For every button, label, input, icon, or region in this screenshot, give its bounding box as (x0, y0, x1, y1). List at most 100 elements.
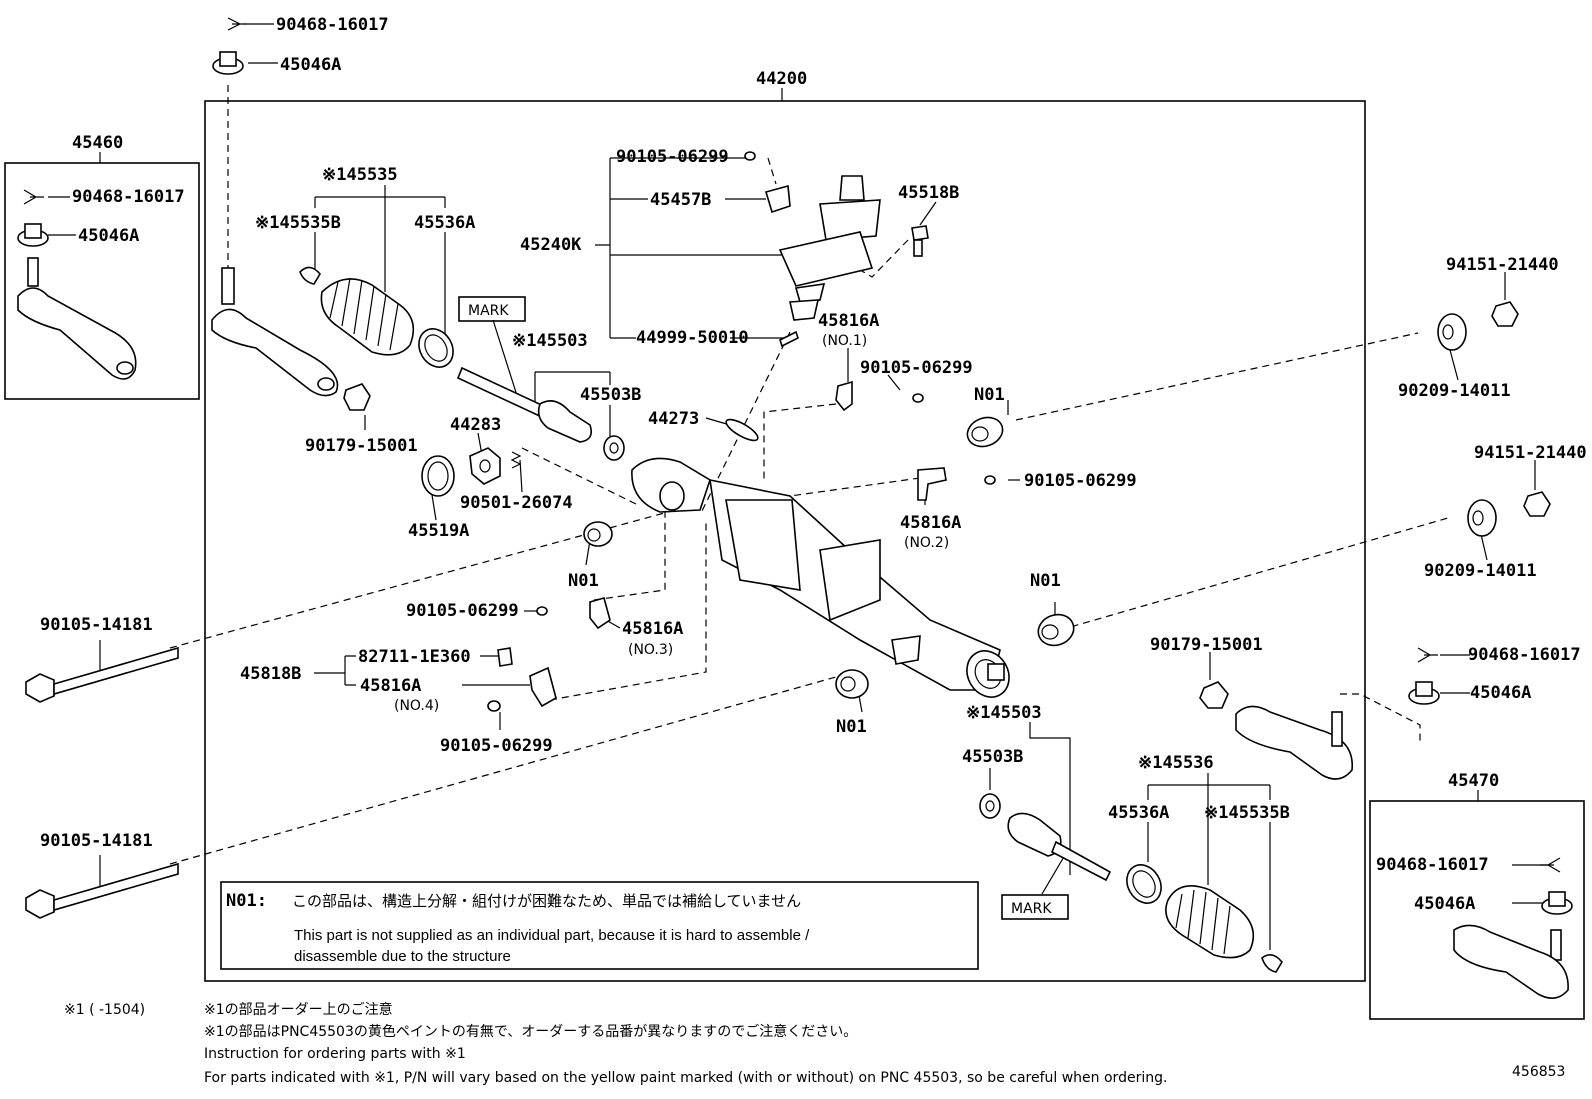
label-no1: (NO.1) (822, 333, 867, 349)
label-90468-left: 90468-16017 (72, 187, 185, 207)
leader-lines (48, 23, 1550, 950)
main-assembly-frame (204, 100, 1366, 982)
label-82711: 82711-1E360 (358, 647, 471, 667)
label-45046A-right: 45046A (1470, 683, 1531, 703)
clip-small-left-icon (299, 266, 321, 285)
cotter-pin-right-icon (1417, 647, 1438, 663)
tie-rod-end-left-icon (17, 189, 137, 380)
footer-line-4: For parts indicated with ※1, P/N will va… (204, 1070, 1167, 1086)
label-90105-14181-b: 90105-14181 (40, 831, 153, 851)
dash-bracket-1 (763, 403, 837, 480)
label-45460: 45460 (72, 133, 123, 153)
bracket-no1-icon (835, 380, 924, 412)
washer-90209-b-icon (1467, 499, 1497, 537)
label-90468-top: 90468-16017 (276, 15, 389, 35)
bushing-n01-lower-icon (835, 669, 869, 699)
label-45503-top: ※145503 (512, 331, 588, 351)
tie-rod-end-main-icon (211, 267, 339, 397)
label-90468-br: 90468-16017 (1376, 855, 1489, 875)
gear-housing-icon (631, 457, 1010, 698)
long-bolt-b-icon (25, 862, 179, 919)
label-90105-no1: 90105-06299 (860, 358, 973, 378)
nut-94151-b-icon (1523, 491, 1551, 517)
label-45503B-top: 45503B (580, 385, 641, 405)
lock-nut-right-icon (1199, 681, 1229, 709)
n01-note-frame (220, 881, 979, 970)
dash-bush-right-a (1015, 332, 1419, 421)
bracket-no4-icon (487, 647, 557, 712)
label-45536: ※145536 (1138, 753, 1214, 773)
label-44200: 44200 (756, 69, 807, 89)
washer-45503B-upper-icon (603, 435, 625, 461)
label-94151-b: 94151-21440 (1474, 443, 1587, 463)
dash-bolt-b (169, 672, 851, 865)
label-90179-left: 90179-15001 (305, 436, 418, 456)
label-45046A-top: 45046A (280, 55, 341, 75)
nut-94151-a-icon (1491, 301, 1519, 327)
label-45503B-bottom: 45503B (962, 747, 1023, 767)
diagram-id: 456853 (1512, 1064, 1565, 1080)
washer-90209-a-icon (1437, 313, 1467, 351)
label-90105-14181-a: 90105-14181 (40, 615, 153, 635)
label-90105-no2: 90105-06299 (1024, 471, 1137, 491)
note-key: N01: (226, 891, 267, 911)
label-45818B: 45818B (240, 664, 301, 684)
label-45535B-right: ※145535B (1204, 803, 1290, 823)
washer-45503B-lower-icon (979, 793, 1001, 819)
label-45816A-no2: 45816A (900, 513, 961, 533)
label-45518B: 45518B (898, 183, 959, 203)
label-90105-no4: 90105-06299 (440, 736, 553, 756)
ring-45519A-icon (421, 455, 455, 497)
tie-rod-end-right-frame-icon (1453, 857, 1573, 999)
boot-left-icon (320, 277, 415, 356)
dash-bracket-2 (789, 477, 921, 497)
bushing-n01-left-icon (583, 521, 613, 547)
label-45519A: 45519A (408, 521, 469, 541)
label-45816A-no4: 45816A (360, 676, 421, 696)
label-n01-a: N01 (974, 385, 1005, 405)
spring-90501-icon (510, 451, 522, 469)
label-90468-right: 90468-16017 (1468, 645, 1581, 665)
bolt-45518B-icon (911, 225, 929, 257)
clamp-right-icon (1126, 864, 1162, 904)
label-90501: 90501-26074 (460, 493, 573, 513)
mark-box-upper (458, 296, 526, 322)
label-44999: 44999-50010 (636, 328, 749, 348)
footer-prefix: ※1 ( -1504) (64, 1002, 145, 1018)
label-90209-b: 90209-14011 (1424, 561, 1537, 581)
n01-note: N01: この部品は、構造上分解・組付けが困難なため、単品では補給していません … (226, 891, 810, 965)
label-94151-a: 94151-21440 (1446, 255, 1559, 275)
footer-notes: ※1 ( -1504) ※1の部品オーダー上のご注意 ※1の部品はPNC4550… (64, 1001, 1565, 1086)
rack-end-lower-icon (1007, 812, 1112, 882)
castle-nut-right-icon (1408, 681, 1440, 705)
dash-bracket-4 (549, 520, 707, 701)
label-45457B: 45457B (650, 190, 711, 210)
cotter-pin-icon (227, 17, 246, 31)
castle-nut-icon (212, 51, 244, 75)
label-90105-top: 90105-06299 (616, 147, 729, 167)
dash-45518B (849, 239, 909, 278)
label-no2: (NO.2) (904, 535, 949, 551)
label-45536A-right: 45536A (1108, 803, 1169, 823)
bushing-n01-upper-icon (966, 416, 1004, 448)
label-no3: (NO.3) (628, 642, 673, 658)
label-90179-right: 90179-15001 (1150, 635, 1263, 655)
boot-right-icon (1165, 884, 1255, 959)
note-en-1: This part is not supplied as an individu… (294, 927, 810, 944)
rack-end-upper-icon (456, 366, 593, 443)
label-n01-d: N01 (836, 717, 867, 737)
o-ring-44273-icon (725, 418, 759, 442)
right-tie-rod-end-frame (1369, 800, 1585, 1020)
label-45046A-br: 45046A (1414, 894, 1475, 914)
left-tie-rod-end-frame (4, 162, 200, 400)
label-n01-b: N01 (568, 571, 599, 591)
label-45816A-no3: 45816A (622, 619, 683, 639)
tie-rod-end-right-main-icon (1235, 705, 1353, 780)
label-45240K: 45240K (520, 235, 582, 255)
note-en-2: disassemble due to the structure (294, 948, 511, 965)
label-44283: 44283 (450, 415, 501, 435)
label-45046A-left: 45046A (78, 226, 139, 246)
label-90105-no3: 90105-06299 (406, 601, 519, 621)
mark-upper: MARK (468, 303, 509, 319)
